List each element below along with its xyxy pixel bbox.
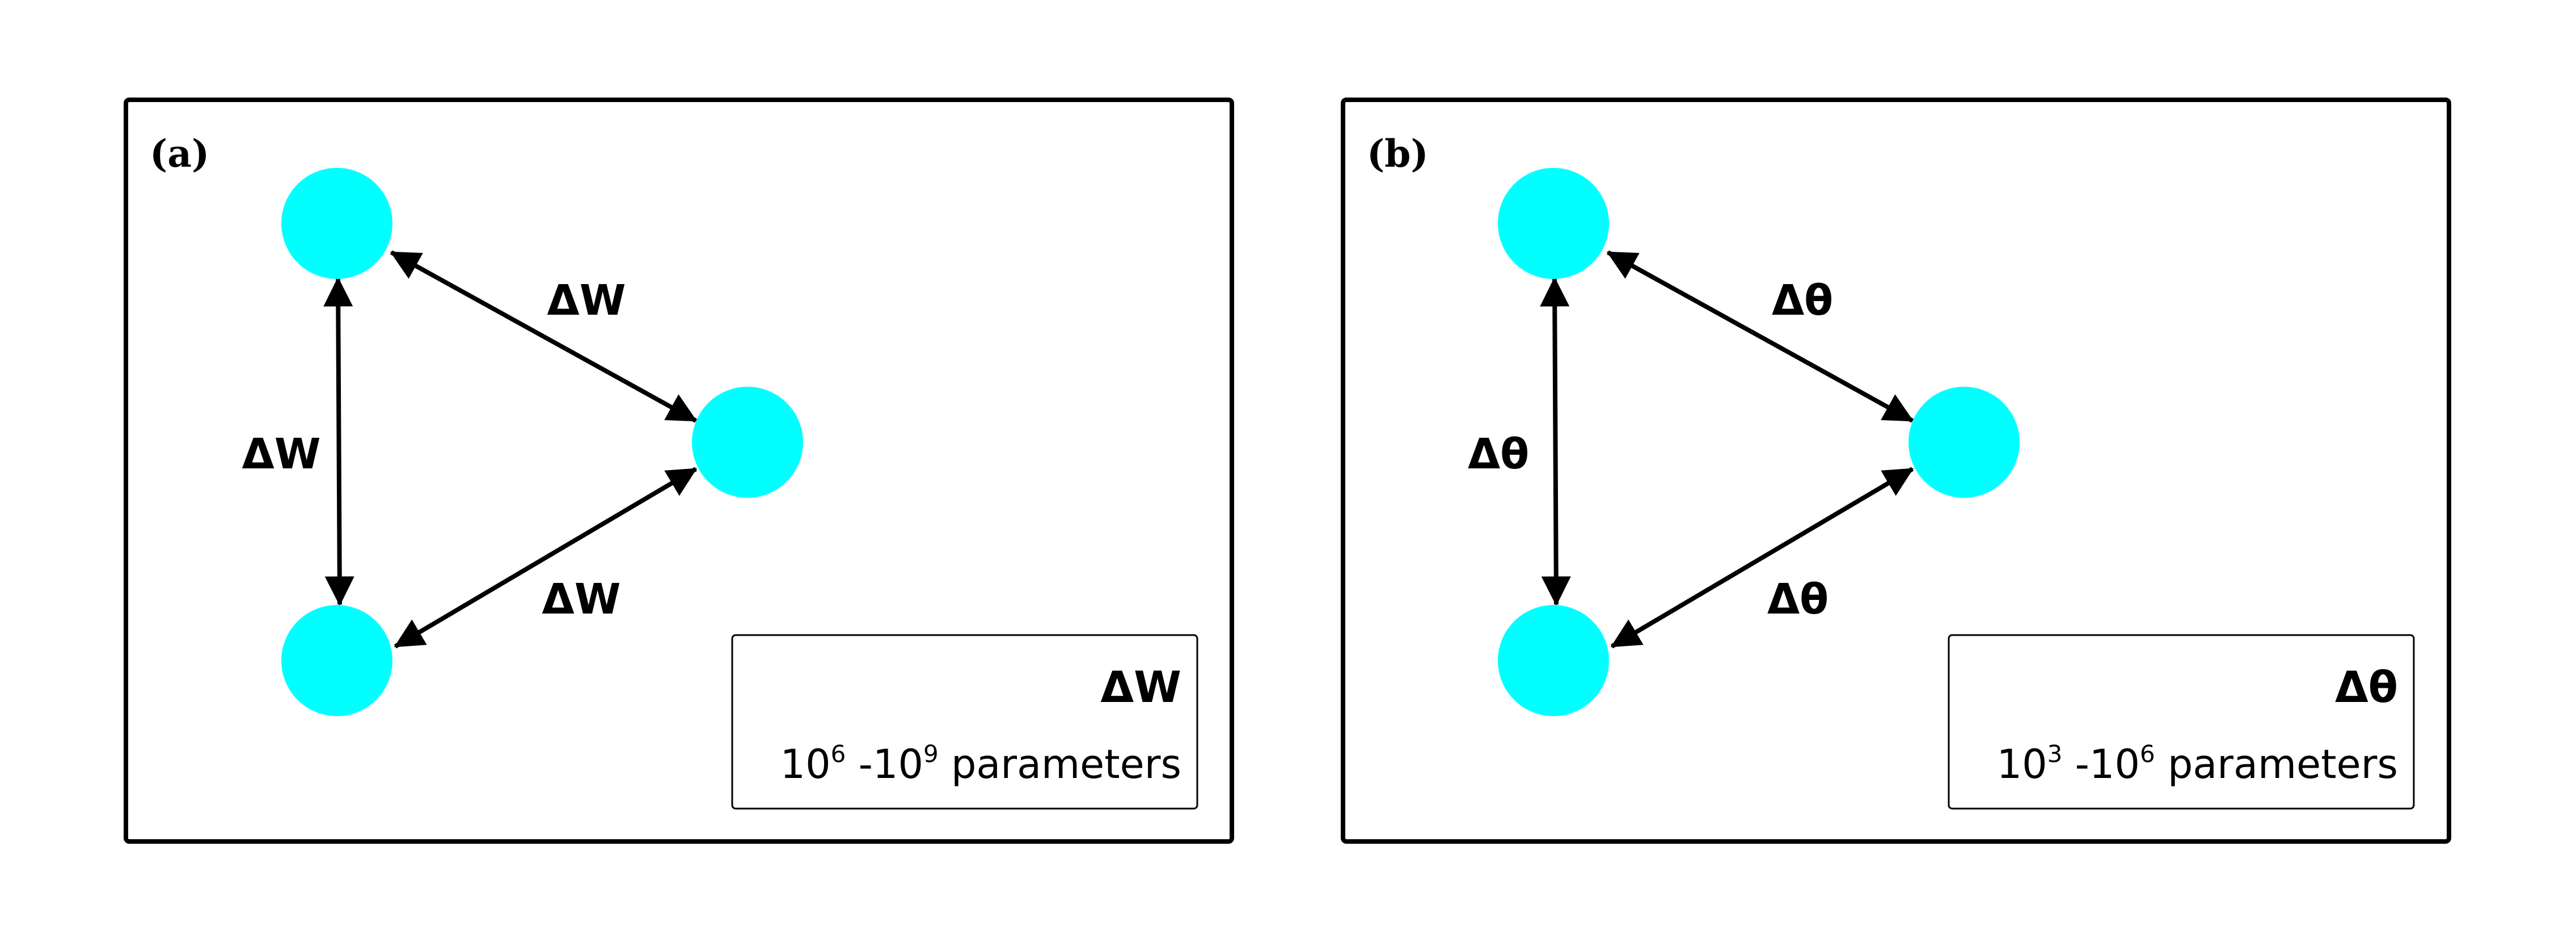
edge-label-bottom-right: Δθ [1767,575,1828,624]
legend-a-range: 106 -109 parameters [780,740,1181,788]
edge-label-left: ΔW [242,430,321,479]
node-bottom [281,605,392,716]
legend-b-border [1948,634,2415,810]
panel-a: (a) ΔW ΔW ΔW ΔW 106 -109 parameters [124,98,1234,844]
panel-a-label: (a) [150,132,209,176]
edge-top-bottom [323,277,354,606]
edge-label-top-right: Δθ [1772,276,1833,325]
legend-box-a: ΔW 106 -109 parameters [731,634,1198,810]
node-right [1908,387,2020,498]
node-right [692,387,803,498]
panel-b: (b) Δθ Δθ Δθ Δθ 103 -106 parameters [1341,98,2451,844]
legend-box-b: Δθ 103 -106 parameters [1948,634,2415,810]
edge-bottom-right [394,467,698,649]
edge-label-bottom-right: ΔW [542,575,621,624]
panel-b-label: (b) [1367,132,1429,176]
node-bottom [1498,605,1609,716]
node-top [1498,168,1609,279]
edge-top-bottom [1540,277,1571,606]
node-top [281,168,392,279]
legend-b-range: 103 -106 parameters [1997,740,2398,788]
edge-bottom-right [1610,467,1914,649]
edge-top-right [1606,250,1914,423]
panel-b-border [1341,98,2451,844]
edge-label-top-right: ΔW [547,276,626,325]
legend-b-symbol: Δθ [2335,662,2398,712]
legend-a-border [731,634,1198,810]
edge-label-left: Δθ [1468,430,1529,479]
edge-top-right [390,250,698,423]
panel-a-border [124,98,1234,844]
legend-a-symbol: ΔW [1100,662,1181,712]
